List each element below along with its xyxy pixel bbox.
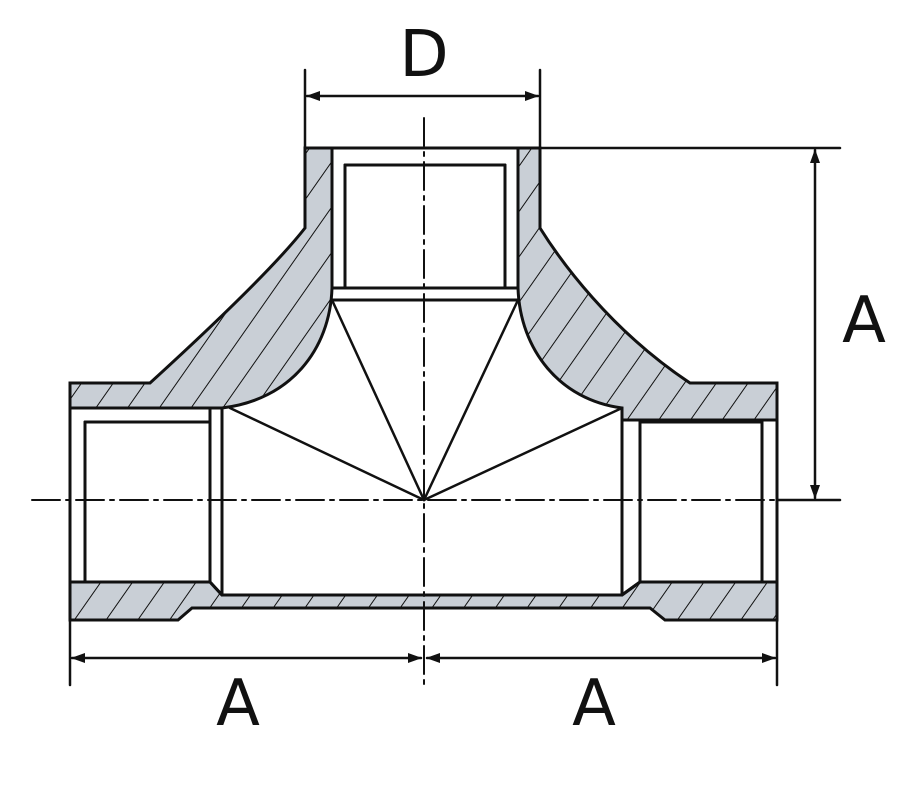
dimension-label-a-bottom-right: A	[572, 667, 616, 741]
dimension-label-a-right: A	[842, 284, 886, 358]
dimension-d: D	[303, 18, 542, 150]
dimension-label-a-bottom-left: A	[216, 667, 260, 741]
dimension-label-d: D	[399, 18, 448, 92]
center-lines	[31, 117, 841, 686]
intersection-lines	[228, 298, 624, 502]
dimension-a-bottom-right: A	[425, 618, 779, 741]
dimension-a-bottom-left: A	[68, 618, 423, 741]
dimension-a-vertical: A	[538, 146, 886, 502]
left-socket	[68, 406, 212, 584]
